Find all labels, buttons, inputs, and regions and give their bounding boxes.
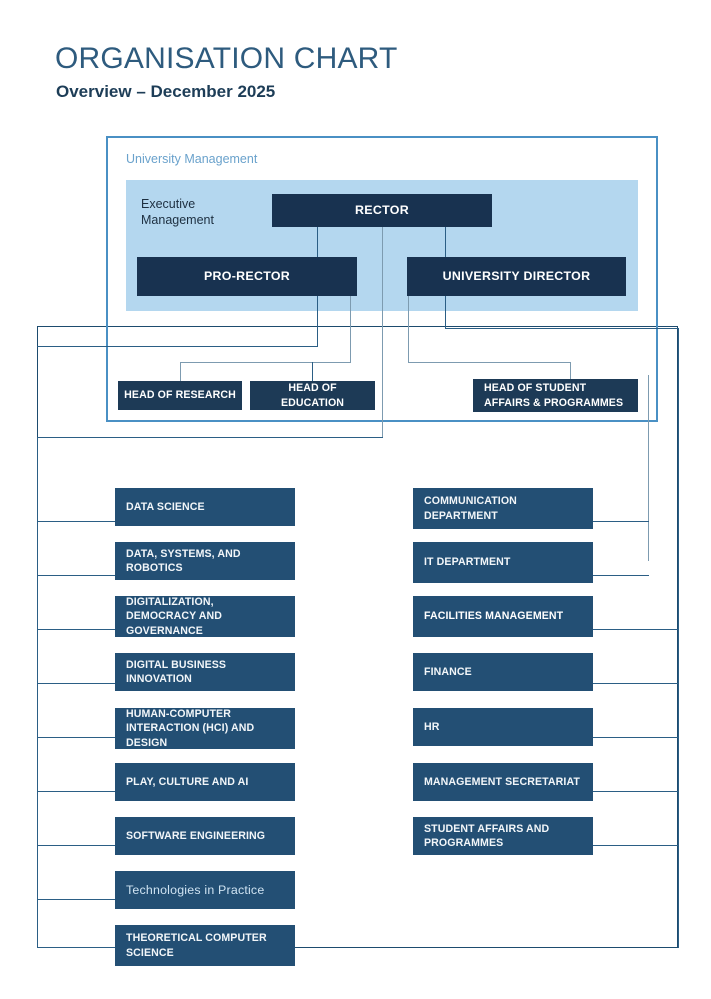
dept-left-technologies-in-practice-label: Technologies in Practice	[126, 882, 265, 897]
dept-right-communication-department[interactable]: COMMUNICATION DEPARTMENT	[413, 488, 593, 529]
box-university-director[interactable]: UNIVERSITY DIRECTOR	[407, 257, 626, 296]
dept-left-theoretical-computer-science[interactable]: THEORETICAL COMPUTER SCIENCE	[115, 925, 295, 966]
dept-right-management-secretariat[interactable]: MANAGEMENT SECRETARIAT	[413, 763, 593, 801]
right-branch-1	[593, 521, 649, 523]
box-head-of-student-affairs-label: HEAD OF STUDENT AFFAIRS & PROGRAMMES	[484, 382, 624, 409]
page-title: ORGANISATION CHART	[55, 42, 398, 75]
left-branch-3	[37, 629, 115, 631]
left-department-trunk	[37, 437, 39, 948]
dept-left-software-engineering-label: SOFTWARE ENGINEERING	[126, 829, 266, 842]
right-branch-3	[593, 629, 679, 631]
connector-center-to-left-trunk	[37, 437, 383, 439]
box-pro-rector-label: PRO-RECTOR	[203, 269, 291, 284]
right-inner-trunk	[648, 375, 650, 561]
box-head-of-education[interactable]: HEAD OF EDUCATION	[250, 381, 375, 410]
dept-left-digital-business-innovation-label: DIGITAL BUSINESS INNOVATION	[126, 658, 227, 686]
dept-right-hr[interactable]: HR	[413, 708, 593, 746]
connector-head-education-drop	[312, 362, 314, 382]
box-pro-rector[interactable]: PRO-RECTOR	[137, 257, 357, 296]
left-branch-2	[37, 575, 115, 577]
dept-right-finance-label: FINANCE	[424, 665, 472, 678]
box-rector[interactable]: RECTOR	[272, 194, 492, 227]
dept-right-facilities-management[interactable]: FACILITIES MANAGEMENT	[413, 596, 593, 637]
dept-right-it-department-label: IT DEPARTMENT	[424, 556, 511, 569]
dept-left-data-science-label: DATA SCIENCE	[126, 500, 205, 513]
executive-label-line-1: Executive	[141, 197, 196, 211]
connector-pro-rector-down-a	[317, 294, 319, 346]
left-branch-4	[37, 683, 115, 685]
dept-right-communication-department-label: COMMUNICATION DEPARTMENT	[424, 495, 517, 522]
right-outer-trunk	[678, 328, 680, 948]
dept-left-play-culture-ai[interactable]: PLAY, CULTURE AND AI	[115, 763, 295, 801]
box-head-of-research-label: HEAD OF RESEARCH	[124, 389, 236, 402]
connector-rector-to-pro-rector	[317, 227, 319, 267]
dept-left-play-culture-ai-label: PLAY, CULTURE AND AI	[126, 775, 249, 788]
dept-right-management-secretariat-label: MANAGEMENT SECRETARIAT	[424, 775, 580, 788]
executive-label-line-2: Management	[141, 213, 214, 227]
dept-left-technologies-in-practice[interactable]: Technologies in Practice	[115, 871, 295, 909]
box-head-of-education-label: HEAD OF EDUCATION	[280, 382, 345, 409]
dept-left-software-engineering[interactable]: SOFTWARE ENGINEERING	[115, 817, 295, 855]
dept-left-data-systems-robotics[interactable]: DATA, SYSTEMS, AND ROBOTICS	[115, 542, 295, 580]
executive-management-label: Executive Management	[141, 196, 251, 228]
right-branch-2	[593, 575, 649, 577]
left-branch-1	[37, 521, 115, 523]
box-head-of-student-affairs[interactable]: HEAD OF STUDENT AFFAIRS & PROGRAMMES	[473, 379, 638, 412]
connector-rector-to-university-director	[445, 227, 447, 267]
dept-left-theoretical-computer-science-label: THEORETICAL COMPUTER SCIENCE	[126, 932, 267, 959]
left-branch-9	[37, 947, 115, 949]
dept-left-hci-and-design-label: HUMAN-COMPUTER INTERACTION (HCI) AND DES…	[126, 707, 255, 749]
dept-right-hr-label: HR	[424, 720, 440, 733]
box-head-of-research[interactable]: HEAD OF RESEARCH	[118, 381, 242, 410]
connector-director-down-b	[408, 294, 410, 362]
right-branch-5	[593, 737, 679, 739]
right-branch-6	[593, 791, 679, 793]
connector-director-to-right-trunk	[445, 328, 678, 330]
dept-left-data-systems-robotics-label: DATA, SYSTEMS, AND ROBOTICS	[126, 547, 241, 575]
dept-right-it-department[interactable]: IT DEPARTMENT	[413, 542, 593, 583]
dept-right-student-affairs-and-programmes[interactable]: STUDENT AFFAIRS AND PROGRAMMES	[413, 817, 593, 855]
left-branch-8	[37, 899, 115, 901]
dept-left-digitalization-democracy-governance-label: DIGITALIZATION, DEMOCRACY AND GOVERNANCE	[126, 595, 223, 637]
right-branch-7	[593, 845, 679, 847]
dept-left-digitalization-democracy-governance[interactable]: DIGITALIZATION, DEMOCRACY AND GOVERNANCE	[115, 596, 295, 637]
connector-director-down-a	[445, 294, 447, 328]
left-branch-5	[37, 737, 115, 739]
dept-left-digital-business-innovation[interactable]: DIGITAL BUSINESS INNOVATION	[115, 653, 295, 691]
box-rector-label: RECTOR	[355, 203, 409, 218]
connector-rector-trunk-center	[382, 227, 384, 437]
connector-student-affairs-bus	[408, 362, 571, 364]
left-branch-7	[37, 845, 115, 847]
connector-pro-rector-down-b	[350, 294, 352, 362]
university-management-label: University Management	[126, 152, 258, 166]
dept-left-data-science[interactable]: DATA SCIENCE	[115, 488, 295, 526]
box-university-director-label: UNIVERSITY DIRECTOR	[442, 269, 591, 284]
page-subtitle: Overview – December 2025	[56, 82, 276, 101]
dept-left-hci-and-design[interactable]: HUMAN-COMPUTER INTERACTION (HCI) AND DES…	[115, 708, 295, 749]
left-branch-6	[37, 791, 115, 793]
dept-right-student-affairs-and-programmes-label: STUDENT AFFAIRS AND PROGRAMMES	[424, 822, 550, 850]
connector-heads-bus	[180, 362, 351, 364]
connector-research-bus	[37, 346, 318, 348]
right-branch-4	[593, 683, 679, 685]
dept-right-finance[interactable]: FINANCE	[413, 653, 593, 691]
connector-head-research-drop	[180, 362, 182, 382]
dept-right-facilities-management-label: FACILITIES MANAGEMENT	[424, 610, 564, 623]
connector-student-affairs-drop	[570, 362, 572, 382]
